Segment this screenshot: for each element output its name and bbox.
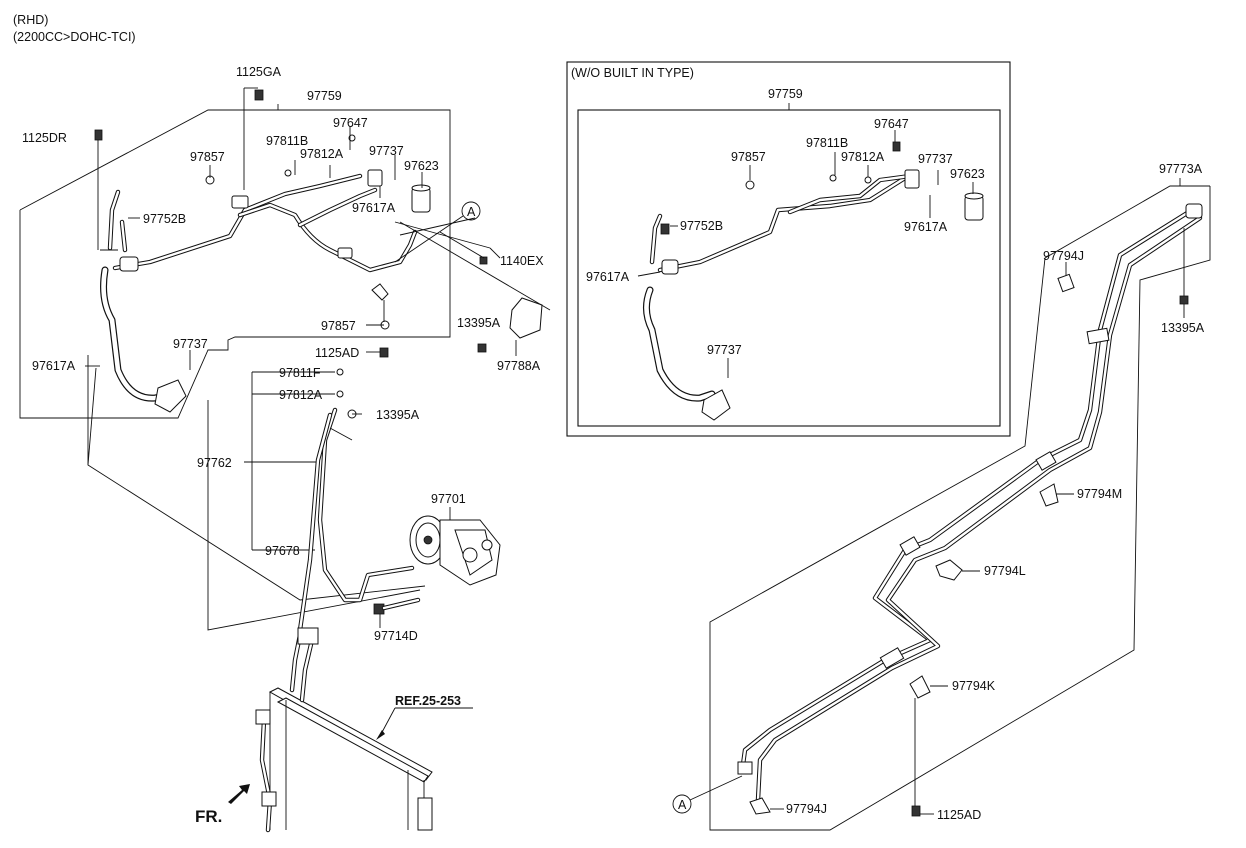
label-13395A-right: 13395A — [1161, 321, 1205, 335]
label-97812A-lower: 97812A — [279, 388, 323, 402]
bolt-1125DR — [94, 129, 103, 141]
inset-label-97737-lower: 97737 — [707, 343, 742, 357]
label-97701: 97701 — [431, 492, 466, 506]
label-97794L: 97794L — [984, 564, 1026, 578]
header-rhd: (RHD) — [13, 13, 48, 27]
inset-label-97647: 97647 — [874, 117, 909, 131]
label-97788A: 97788A — [497, 359, 541, 373]
label-97714D: 97714D — [374, 629, 418, 643]
label-97752B: 97752B — [143, 212, 186, 226]
label-97857-top: 97857 — [190, 150, 225, 164]
fitting — [367, 169, 383, 187]
inset-label-97759: 97759 — [768, 87, 803, 101]
label-13395A-left: 13395A — [457, 316, 501, 330]
label-97812A: 97812A — [300, 147, 344, 161]
label-97737-top: 97737 — [369, 144, 404, 158]
label-97737-lower: 97737 — [173, 337, 208, 351]
label-97678: 97678 — [265, 544, 300, 558]
inset-label-97812A: 97812A — [841, 150, 885, 164]
inset-label-97737-top: 97737 — [918, 152, 953, 166]
inset-title: (W/O BUILT IN TYPE) — [571, 66, 694, 80]
inset-label-97752B: 97752B — [680, 219, 723, 233]
right-assembly — [672, 178, 1211, 831]
label-97794J-top: 97794J — [1043, 249, 1084, 263]
bolt-1125AD — [379, 347, 389, 358]
fitting — [337, 247, 353, 259]
fitting — [119, 256, 139, 272]
inset-label-97811B: 97811B — [806, 136, 848, 150]
front-arrow-icon — [228, 784, 250, 804]
inset-label-97623: 97623 — [950, 167, 985, 181]
label-1125AD-right: 1125AD — [937, 808, 981, 822]
service-port — [154, 379, 187, 413]
ref-label: REF.25-253 — [395, 694, 461, 708]
inset-label-97617A-right: 97617A — [904, 220, 948, 234]
label-1125AD-mid: 1125AD — [315, 346, 359, 360]
header-engine: (2200CC>DOHC-TCI) — [13, 30, 136, 44]
label-1140EX: 1140EX — [500, 254, 544, 268]
label-97794K: 97794K — [952, 679, 996, 693]
inset-label-97857: 97857 — [731, 150, 766, 164]
bolt-1125GA — [254, 89, 264, 101]
label-97773A: 97773A — [1159, 162, 1203, 176]
label-97617A-top: 97617A — [352, 201, 396, 215]
label-97794M: 97794M — [1077, 487, 1122, 501]
label-1125GA: 1125GA — [236, 65, 282, 79]
label-97811F: 97811F — [279, 366, 321, 380]
receiver-97623 — [411, 187, 431, 213]
inset-without-built-in — [566, 61, 1011, 437]
label-97762: 97762 — [197, 456, 232, 470]
compressor-97701 — [409, 515, 501, 586]
label-97617A-lower: 97617A — [32, 359, 76, 373]
main-assembly — [19, 87, 551, 833]
label-97811B: 97811B — [266, 134, 308, 148]
label-97759: 97759 — [307, 89, 342, 103]
callout-a-bottom: A — [678, 798, 687, 812]
front-label: FR. — [195, 807, 222, 826]
pressure-sensor-97788A — [509, 297, 543, 339]
label-13395A-mid: 13395A — [376, 408, 420, 422]
fitting — [231, 195, 249, 209]
label-97647: 97647 — [333, 116, 368, 130]
label-97794J-lower: 97794J — [786, 802, 827, 816]
label-97623: 97623 — [404, 159, 439, 173]
inset-label-97617A-left: 97617A — [586, 270, 630, 284]
label-1125DR: 1125DR — [22, 131, 67, 145]
callout-a-top: A — [467, 205, 476, 219]
condenser — [255, 627, 433, 833]
label-97857-mid: 97857 — [321, 319, 356, 333]
